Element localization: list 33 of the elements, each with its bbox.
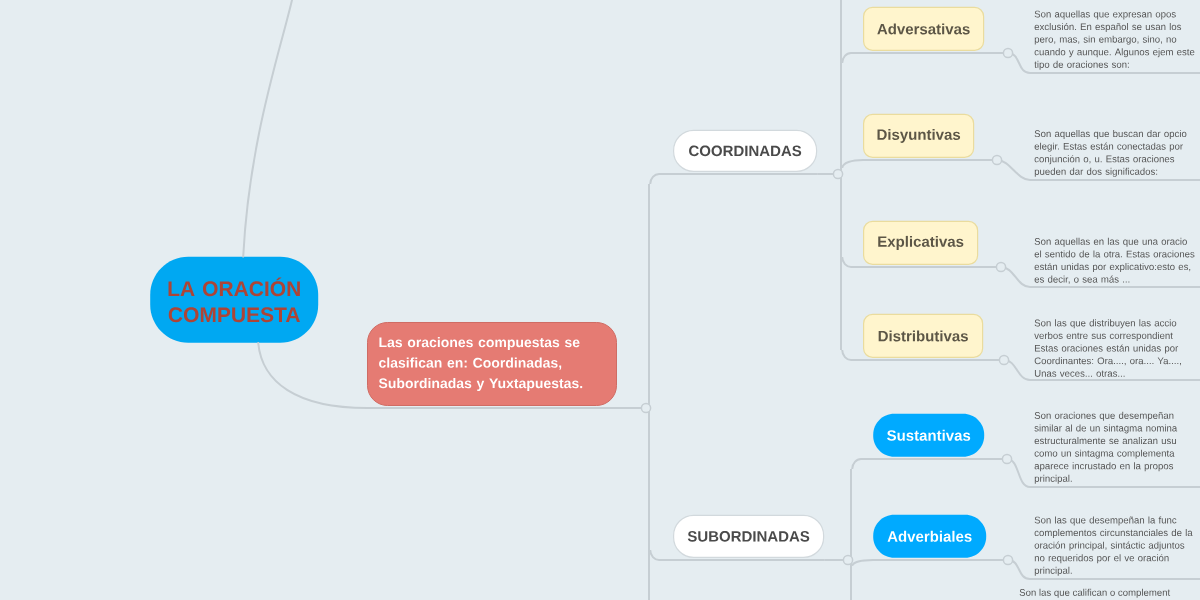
connector-line	[841, 159, 976, 169]
branch-box: SUBORDINADAS	[673, 514, 825, 558]
branch-box: COORDINADAS	[673, 129, 818, 172]
connector-line	[983, 458, 1200, 488]
category-box: Explicativas	[863, 220, 979, 265]
connector-line	[985, 559, 1200, 580]
connector-line	[242, 0, 293, 258]
note-text: Son aquellas que buscan dar opcio elegir. Estas están conectadas por conjunción o, u. Estas oraciones pueden dar dos significados:	[1034, 130, 1187, 177]
category-box: Adversativas	[863, 6, 985, 51]
connector-line	[649, 549, 826, 561]
connector-line	[841, 256, 980, 268]
connector-line	[823, 468, 852, 600]
category-box: Disyuntivas	[863, 113, 975, 158]
connector-line	[977, 266, 1200, 288]
note-text: Son oraciones que desempeñan similar al de un sintagma nomina estructuralmente se analizan usu como un sintagma complementa aparece incrustado en la propos principal.	[1034, 411, 1178, 484]
connector-line	[973, 159, 1200, 181]
connector-line	[616, 183, 650, 600]
note-text: Son aquellas que expresan opos exclusión. En español se usan los pero, mas, sin embargo, sino, no cuando y aunque. Algunos ejem este tipo de oraciones son:	[1034, 10, 1195, 70]
connector-line	[841, 52, 986, 64]
note-text: Son aquellas en las que una oracio el sentido de la otra. Estas oraciones están unidas por explicativo:esto es, es decir, o sea más ...	[1034, 237, 1195, 284]
connector-line	[851, 458, 986, 470]
connector-line	[983, 52, 1200, 74]
connector-line	[649, 173, 819, 185]
note-text: Son las que califican o complement	[1019, 588, 1171, 598]
category-box: Distributivas	[863, 313, 984, 358]
connector-line	[982, 359, 1200, 381]
note-text: Son las que distribuyen las accio verbos entre sus correspondient Estas oraciones están unidas por Coordinantes: Ora...., ora.... Ya...., Unas veces... otras...	[1034, 319, 1181, 377]
connector-line	[816, 0, 842, 351]
connector-line	[851, 559, 988, 567]
note-text: Son las que desempeñan la func complementos circunstanciales de la oración principal, sintáctic adjuntos no requeridos por el ve oración principal.	[1034, 516, 1193, 576]
connector-line	[841, 349, 985, 361]
connector-line	[257, 342, 618, 409]
summary-box: Las oraciones compuestas se clasifican en: Coordinadas, Subordinadas y Yuxtapuestas.	[367, 322, 617, 406]
